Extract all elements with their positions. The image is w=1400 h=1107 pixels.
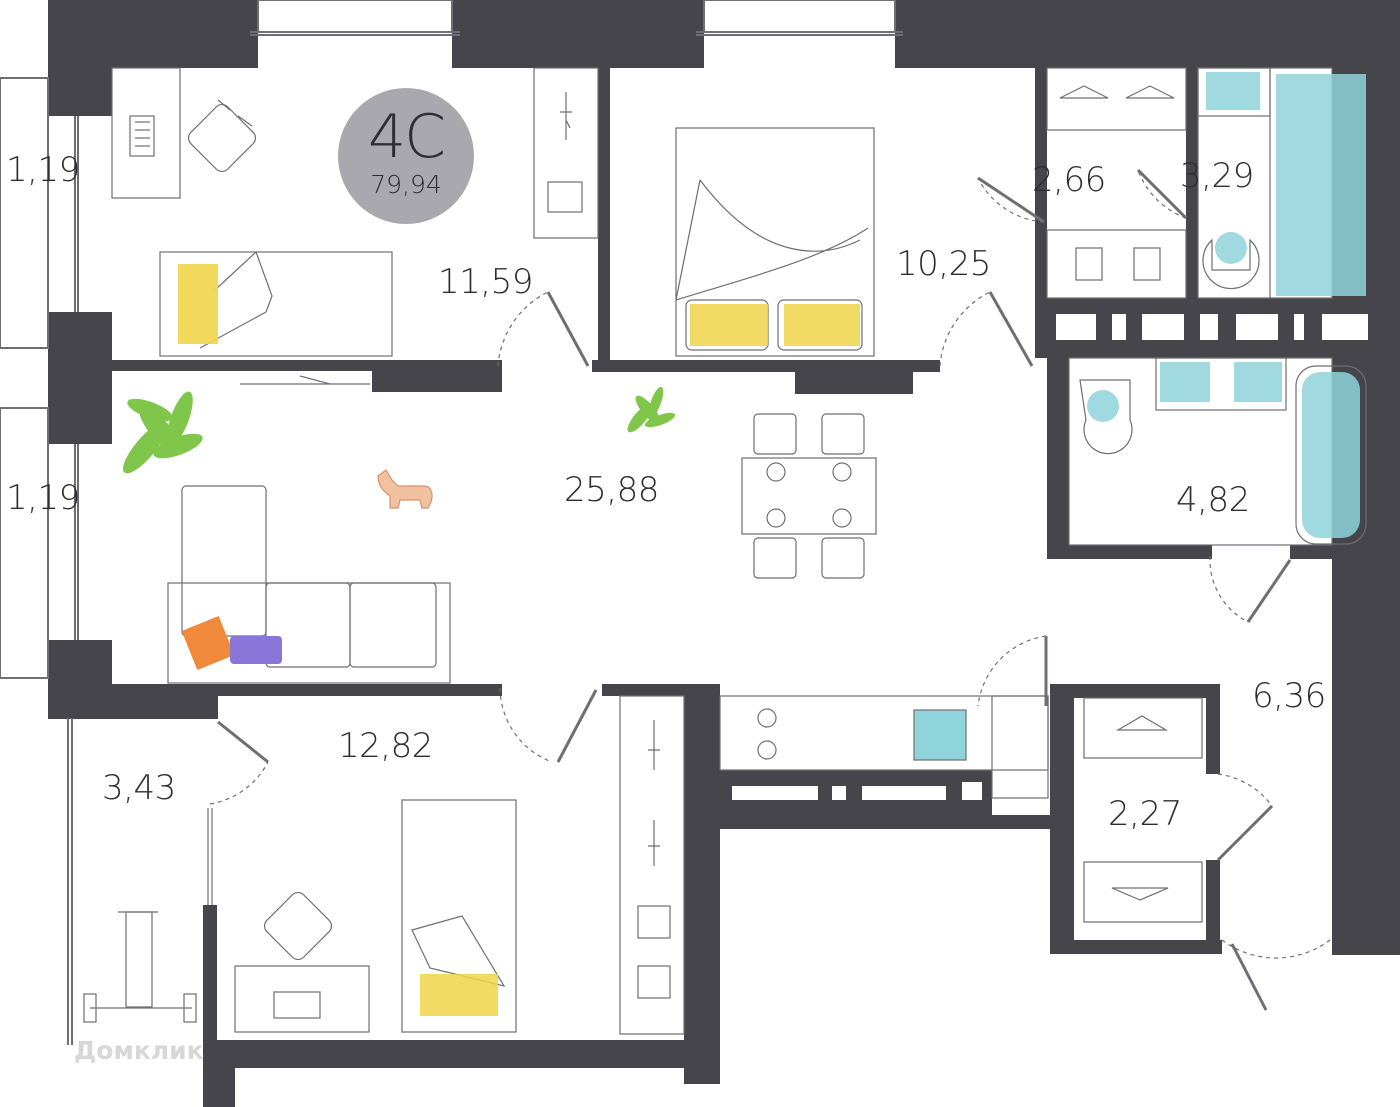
chair-icon	[187, 99, 257, 173]
apartment-type: 4C	[367, 102, 446, 172]
pillow-icon	[420, 974, 498, 1016]
room-area-label: 6,36	[1252, 676, 1326, 716]
apartment-badge: 4C 79,94	[338, 88, 474, 224]
dining-table-icon	[741, 413, 877, 579]
pillow-icon	[178, 264, 218, 344]
hanger-icon	[1059, 85, 1109, 99]
room-area-label: 3,29	[1180, 156, 1254, 196]
shower-icon	[1276, 74, 1366, 296]
bathtub-icon	[1302, 372, 1360, 538]
wall-slots	[732, 314, 1368, 800]
bathtub-icon	[1295, 365, 1367, 545]
hanger-icon	[648, 720, 660, 770]
toilet-icon	[1215, 232, 1247, 264]
laptop-icon	[273, 991, 321, 1019]
room-area-label: 11,59	[438, 262, 533, 302]
cushion-icon	[230, 636, 282, 664]
hanger-icon	[1125, 85, 1175, 99]
room-area-label: 1,19	[6, 150, 80, 190]
sink-icon	[913, 709, 967, 761]
room-area-label: 12,82	[338, 726, 433, 766]
toilet-icon	[1079, 379, 1133, 455]
plant-icon	[123, 391, 203, 474]
room-area-label: 3,43	[102, 768, 176, 808]
window-icon	[0, 0, 903, 1045]
chair-icon	[263, 891, 333, 961]
sink-icon	[1234, 362, 1282, 402]
desk-icon	[234, 965, 370, 1033]
room-area-label: 25,88	[564, 470, 659, 510]
desk-icon	[111, 67, 181, 199]
barbell-icon	[83, 911, 197, 1023]
bed-icon	[401, 799, 517, 1033]
door-swing-icon	[209, 169, 1331, 959]
hanger-icon	[560, 92, 572, 140]
door-leaves	[217, 168, 1292, 1011]
cushion-icon	[181, 616, 235, 670]
room-area-label: 2,66	[1032, 160, 1106, 200]
room-area-label: 1,19	[6, 478, 80, 518]
watermark: Домклик	[74, 1036, 204, 1065]
bed-icon	[675, 127, 875, 357]
toilet-icon	[1087, 390, 1119, 422]
toilet-icon	[1202, 238, 1260, 290]
stove-icon	[757, 708, 777, 760]
sink-icon	[1206, 72, 1260, 110]
total-area: 79,94	[370, 170, 442, 199]
bed-icon	[159, 251, 393, 357]
hanger-icon	[648, 820, 660, 866]
hanger-icon	[1115, 715, 1169, 731]
tv-icon	[240, 375, 370, 385]
room-area-label: 4,82	[1176, 480, 1250, 520]
hanger-icon	[1111, 887, 1169, 901]
room-area-label: 2,27	[1108, 794, 1182, 834]
pillow-icon	[784, 304, 860, 346]
room-area-label: 10,25	[896, 244, 991, 284]
plant-icon	[627, 386, 676, 433]
sink-icon	[1160, 362, 1210, 402]
pillow-icon	[690, 304, 768, 346]
laptop-icon	[129, 115, 155, 157]
dog-icon	[377, 469, 433, 509]
wardrobe	[533, 67, 599, 239]
